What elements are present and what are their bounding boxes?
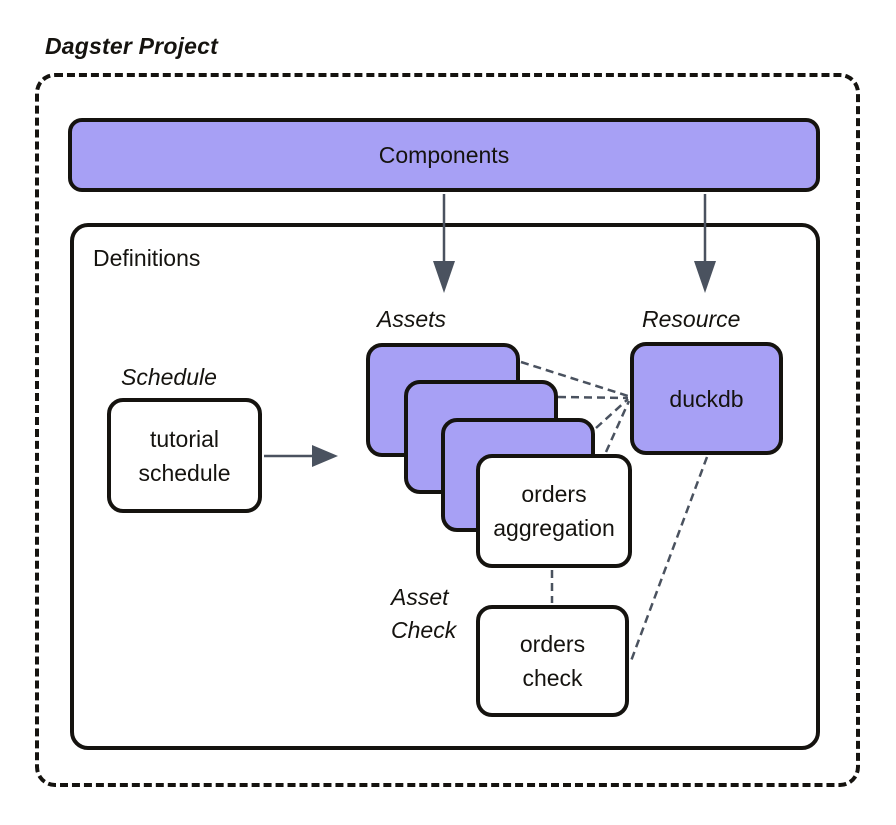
aggregation-to-duckdb-connector: [604, 400, 631, 453]
definitions-label: Definitions: [93, 245, 201, 271]
components-bar-label: Components: [378, 141, 510, 168]
assets-group-label: Assets: [377, 306, 447, 332]
asset3-to-duckdb-connector: [595, 398, 629, 429]
tutorial-schedule-label-line2: schedule: [138, 459, 231, 486]
schedule-group-label: Schedule: [121, 364, 217, 390]
asset-check-group-label-line1: Asset: [391, 584, 449, 610]
components-to-resource-arrow-head: [694, 261, 716, 293]
asset-check-group-label: Asset Check: [391, 581, 456, 647]
duckdb-box: duckdb: [630, 342, 783, 455]
schedule-to-assets-arrow-head: [312, 445, 338, 467]
tutorial-schedule-box: tutorial schedule: [107, 398, 262, 513]
orders-aggregation-box: orders aggregation: [476, 454, 632, 568]
orders-aggregation-label-line1: orders: [521, 481, 587, 507]
asset2-to-duckdb-connector: [557, 395, 629, 400]
tutorial-schedule-label-line1: tutorial: [149, 425, 220, 452]
orders-check-label-line1: orders: [519, 631, 586, 657]
duckdb-to-orders-check-connector: [629, 456, 709, 662]
asset1-to-duckdb-connector: [520, 360, 629, 398]
duckdb-label: duckdb: [669, 385, 744, 412]
orders-check-box: orders check: [476, 605, 629, 717]
resource-group-label: Resource: [642, 306, 741, 332]
project-dashed-boundary: [35, 73, 860, 787]
asset-check-group-label-line2: Check: [391, 617, 457, 643]
diagram-title: Dagster Project: [45, 33, 219, 59]
components-to-assets-arrow-head: [433, 261, 455, 293]
components-bar: Components: [68, 118, 820, 192]
orders-aggregation-label-line2: aggregation: [493, 515, 615, 541]
orders-check-label-line2: check: [522, 665, 583, 691]
